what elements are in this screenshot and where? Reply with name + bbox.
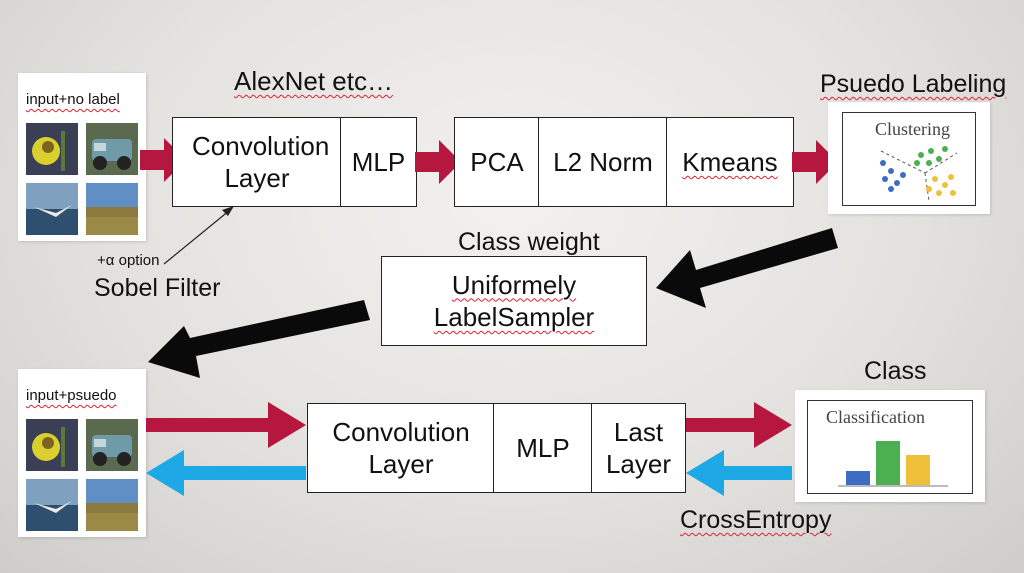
thumbnail-grid-2 bbox=[26, 419, 138, 531]
pseudo-labeling-caption: Psuedo Labeling bbox=[820, 70, 1006, 99]
sampler-line-1: Uniformely bbox=[451, 269, 577, 300]
thumbnail-grid bbox=[26, 123, 138, 235]
last-layer-line-2: Layer bbox=[605, 449, 672, 479]
sampler-line-2: LabelSampler bbox=[433, 302, 595, 332]
backward-arrow-1 bbox=[146, 450, 306, 496]
cross-entropy-text: CrossEntropy bbox=[680, 506, 832, 534]
conv-layer-line-2: Layer bbox=[368, 449, 434, 479]
pca-block: PCA bbox=[454, 117, 540, 207]
input-pseudo-panel: input+psuedo bbox=[18, 369, 146, 537]
car-thumbnail bbox=[86, 419, 138, 471]
option-pointer-arrow bbox=[163, 206, 234, 265]
forward-arrow-5 bbox=[686, 402, 792, 448]
bird-thumbnail bbox=[26, 183, 78, 235]
class-caption: Class bbox=[864, 357, 927, 385]
alpha-option-label: +α option bbox=[97, 252, 160, 269]
class-weight-caption: Class weight bbox=[458, 228, 600, 256]
grassland-thumbnail bbox=[86, 479, 138, 531]
grassland-thumbnail bbox=[86, 183, 138, 235]
clustering-title: Clustering bbox=[875, 119, 950, 139]
cross-entropy-label: CrossEntropy bbox=[680, 506, 831, 535]
forward-arrow-4 bbox=[146, 402, 306, 448]
conv-layer-label: Convolution Layer bbox=[192, 130, 330, 194]
forward-arrow-3 bbox=[792, 140, 838, 184]
input-pseudo-caption: input+psuedo bbox=[26, 387, 117, 404]
kmeans-label: Kmeans bbox=[682, 146, 778, 177]
flower-thumbnail bbox=[26, 123, 78, 175]
pseudo-labeling-text: Psuedo Labeling bbox=[820, 70, 1007, 98]
uniform-label-sampler-block: Uniformely LabelSampler bbox=[381, 256, 647, 346]
classification-title: Classification bbox=[826, 407, 925, 427]
flow-arrow-to-retrain bbox=[148, 300, 370, 378]
conv-layer-block: Convolution Layer bbox=[172, 117, 342, 207]
input-no-label-caption: input+no label bbox=[26, 91, 120, 108]
bar-chart-icon bbox=[838, 441, 948, 487]
car-thumbnail bbox=[86, 123, 138, 175]
last-layer-line-1: Last bbox=[613, 416, 664, 447]
cluster-scatter-icon bbox=[880, 146, 958, 202]
l2-norm-label: L2 Norm bbox=[553, 146, 653, 177]
flower-thumbnail bbox=[26, 419, 78, 471]
conv-layer-line-1: Convolution bbox=[332, 416, 470, 447]
input-no-label-panel: input+no label bbox=[18, 73, 146, 241]
bird-thumbnail bbox=[26, 479, 78, 531]
flow-arrow-to-sampler bbox=[656, 228, 838, 308]
model-caption: AlexNet etc… bbox=[234, 66, 393, 96]
backward-arrow-2 bbox=[686, 450, 792, 496]
clustering-panel: Clustering bbox=[828, 102, 990, 214]
mlp-label-2: MLP bbox=[516, 432, 570, 463]
kmeans-block: Kmeans bbox=[666, 117, 794, 207]
clustering-frame: Clustering bbox=[842, 112, 976, 206]
mlp-label: MLP bbox=[351, 146, 406, 177]
mlp-block-2: MLP bbox=[493, 403, 593, 493]
mlp-block: MLP bbox=[340, 117, 417, 207]
sobel-filter-label: Sobel Filter bbox=[94, 274, 221, 302]
classification-panel: Classification bbox=[795, 390, 985, 502]
last-layer-block: Last Layer bbox=[591, 403, 686, 493]
conv-layer-block-2: Convolution Layer bbox=[307, 403, 495, 493]
classification-frame: Classification bbox=[807, 400, 973, 494]
l2-norm-block: L2 Norm bbox=[538, 117, 668, 207]
pca-label: PCA bbox=[470, 146, 524, 177]
forward-arrow-2 bbox=[415, 140, 461, 184]
